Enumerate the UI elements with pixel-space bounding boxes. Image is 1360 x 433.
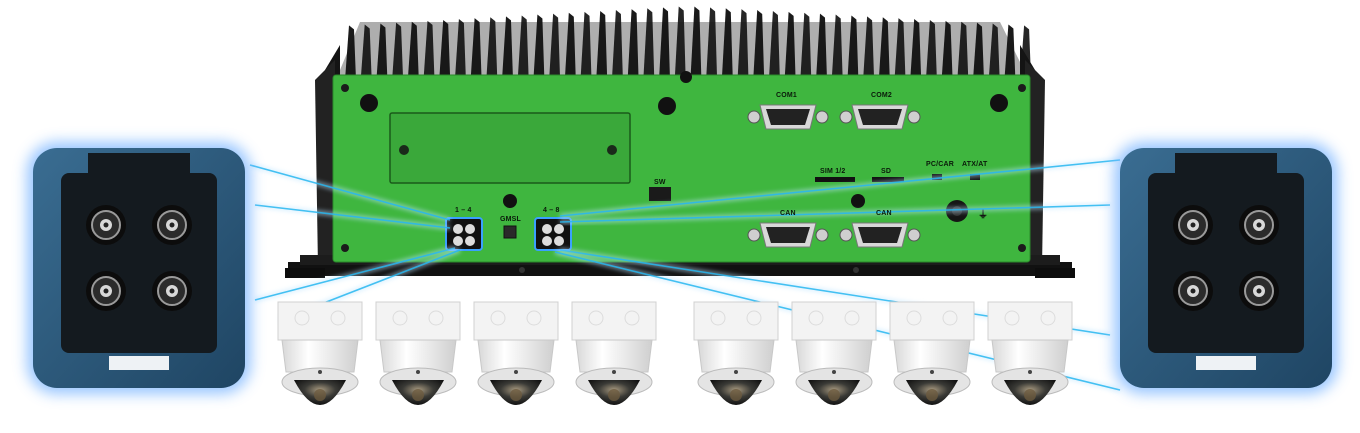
cable-line xyxy=(559,159,1121,217)
gmsl-port-1-4-label: 1 – 4 xyxy=(455,207,472,214)
dome-camera xyxy=(571,301,657,405)
pc-car-label: PC/CAR xyxy=(926,161,955,168)
atx-at-label: ATX/AT xyxy=(962,161,988,168)
db9-port xyxy=(747,104,829,130)
svg-text:⏚: ⏚ xyxy=(978,209,988,221)
expansion-slot-cover xyxy=(389,112,631,184)
com1-label: COM1 xyxy=(776,92,798,99)
dome-camera xyxy=(375,301,461,405)
antenna-port-icon xyxy=(658,97,676,115)
cable-line xyxy=(249,164,451,221)
gmsl-connectors xyxy=(27,142,1338,394)
fakra-connector xyxy=(27,142,251,394)
fakra-connector xyxy=(1114,142,1338,394)
cable-line xyxy=(559,204,1111,223)
can2-label: CAN xyxy=(876,210,892,217)
cable-lines xyxy=(249,157,1121,393)
cable-line xyxy=(254,247,456,301)
sd-label: SD xyxy=(881,168,892,175)
antenna-port-icon xyxy=(990,94,1008,112)
connector-pin xyxy=(86,205,126,245)
db9-port xyxy=(839,222,921,248)
connector-pin xyxy=(1239,205,1279,245)
connector-pin xyxy=(152,271,192,311)
device-chassis: ⏚ xyxy=(285,6,1075,278)
camera-row xyxy=(277,301,1073,405)
dome-camera xyxy=(473,301,559,405)
cable-line xyxy=(254,204,451,229)
gmsl-label: GMSL xyxy=(500,216,522,223)
connector-pin xyxy=(1239,271,1279,311)
db9-port xyxy=(747,222,829,248)
db9-port xyxy=(839,104,921,130)
sw-label: SW xyxy=(654,179,666,186)
heatsink-fins xyxy=(335,6,1032,82)
connector-pin xyxy=(1173,271,1213,311)
dome-camera xyxy=(889,301,975,405)
com2-label: COM2 xyxy=(871,92,893,99)
connector-pin xyxy=(1173,205,1213,245)
sim-label: SIM 1/2 xyxy=(820,168,846,175)
gmsl-port-4-8 xyxy=(534,217,572,251)
dome-camera xyxy=(987,301,1073,405)
can1-label: CAN xyxy=(780,210,796,217)
gmsl-port-4-8-label: 4 – 8 xyxy=(543,207,560,214)
serial-ports xyxy=(747,104,921,248)
dome-camera xyxy=(791,301,877,405)
gmsl-port-1-4 xyxy=(445,217,483,251)
connector-pin xyxy=(152,205,192,245)
antenna-port-icon xyxy=(360,94,378,112)
connector-pin xyxy=(86,271,126,311)
dome-camera xyxy=(277,301,363,405)
dome-camera xyxy=(693,301,779,405)
sw-switch xyxy=(649,187,671,201)
